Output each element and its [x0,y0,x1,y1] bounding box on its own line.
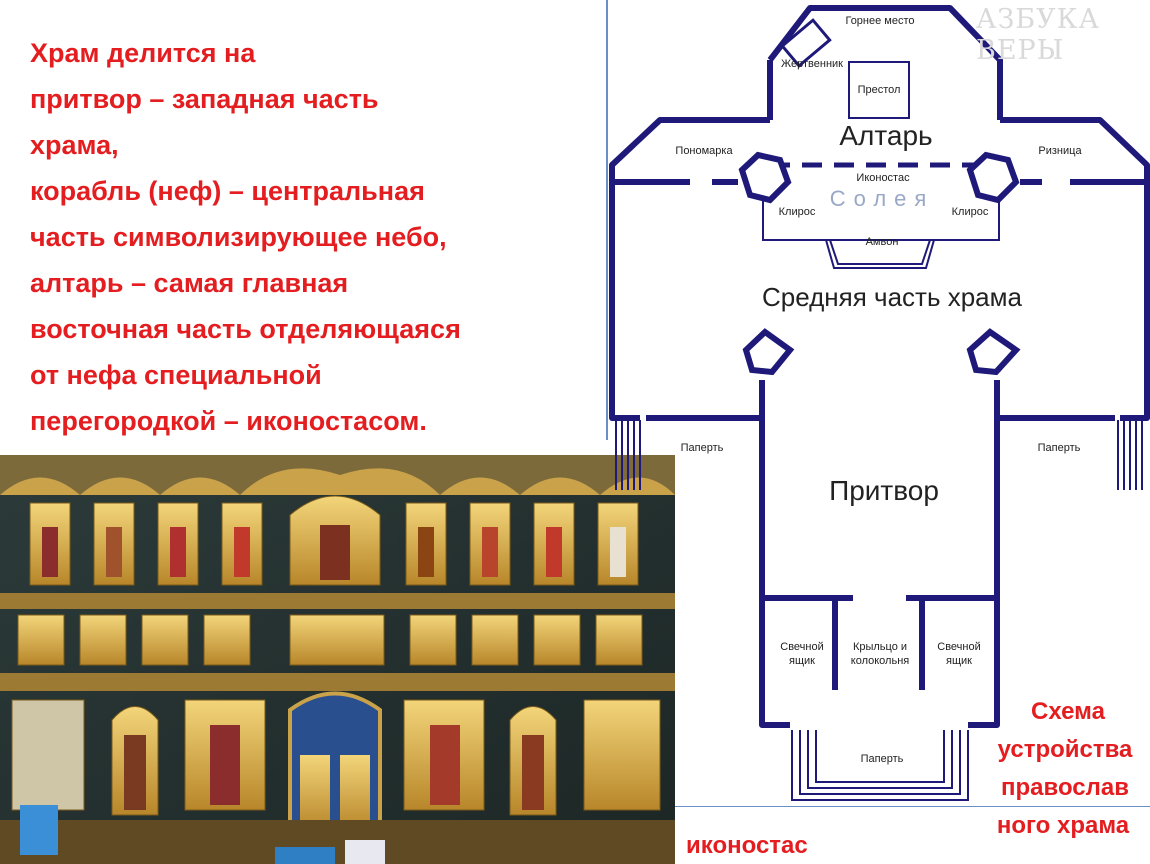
upper-icon-row [29,495,639,586]
label-riznitsa: Ризница [1038,145,1082,157]
label-zhertvennik: Жертвенник [781,58,843,70]
iconostasis-caption: иконостас [686,832,808,859]
frame-divider-vertical [606,0,608,440]
label-ikonostas: Иконостас [856,172,910,184]
label-kliros-left: Клирос [779,206,816,218]
text-line: от нефа специальной [30,360,322,390]
pillar-ne [966,151,1020,204]
scheme-caption-3: православ [1001,774,1129,801]
label-gornee: Горнее место [845,15,914,27]
apse-wall [767,5,1003,120]
text-line: восточная часть отделяющаяся [30,314,461,344]
label-soleya: Солея [830,186,935,211]
lower-icon-row [11,691,661,837]
label-svech-right-2: ящик [946,655,972,667]
label-paperth-bottom: Паперть [861,753,904,765]
frame-divider-horizontal [675,806,1150,807]
pillar-nw [738,151,792,204]
scheme-caption-4: ного храма [996,812,1130,839]
label-svech-left-2: ящик [789,655,815,667]
label-kliros-right: Клирос [952,206,989,218]
pillar-se [966,328,1021,376]
text-line: притвор – западная часть [30,84,379,114]
label-krylco-1: Крыльцо и [853,641,907,653]
label-svech-right-1: Свечной [937,641,980,653]
text-line: перегородкой – иконостасом. [30,406,427,436]
label-krylco-2: колокольня [851,655,910,667]
pillar-sw [742,328,795,376]
text-line: храма, [30,130,119,160]
text-line: корабль (неф) – центральная [30,176,425,206]
label-svech-left-1: Свечной [780,641,823,653]
label-ambon: Амвон [866,236,899,248]
scheme-caption-2: устройства [997,736,1133,763]
label-altar: Алтарь [839,120,932,151]
middle-icon-row [17,614,643,666]
label-prestol: Престол [858,84,901,96]
iconostasis-photo [0,455,675,864]
label-ponomarka: Пономарка [675,145,733,157]
text-line: часть символизирующее небо, [30,222,447,252]
label-middle: Средняя часть храма [762,282,1023,312]
main-description: Храм делится на притвор – западная часть… [30,30,600,444]
label-paperth-right: Паперть [1038,442,1081,454]
label-paperth-left: Паперть [681,442,724,454]
watermark-logo: АЗБУКА ВЕРЫ [976,4,1100,66]
church-plan: Горнее место Жертвенник Престол Алтарь П… [609,5,1150,801]
label-pritvor: Притвор [829,475,939,506]
text-line: алтарь – самая главная [30,268,349,298]
text-line: Храм делится на [30,38,256,68]
scheme-caption-1: Схема [1031,698,1105,725]
